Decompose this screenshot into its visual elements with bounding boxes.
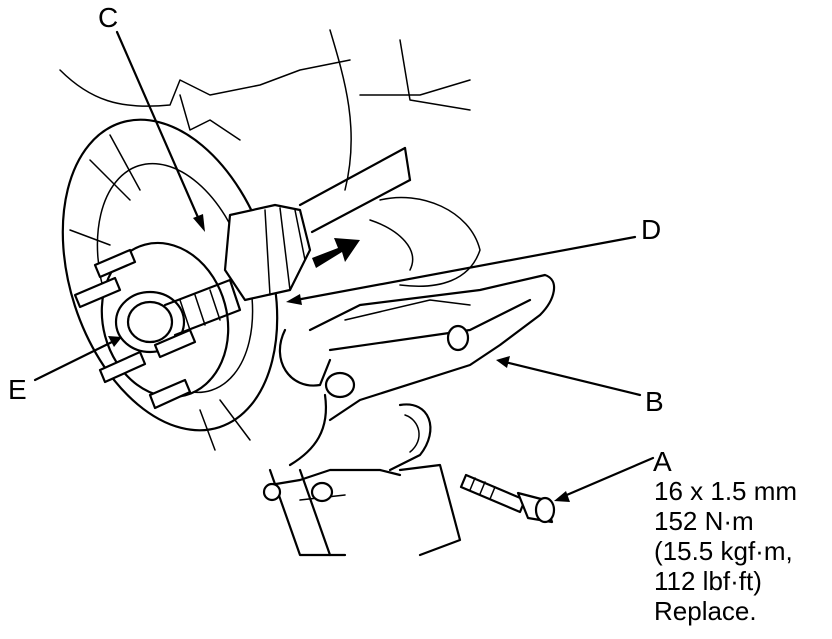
bolt-a xyxy=(459,473,556,524)
arrowhead-a xyxy=(554,491,570,502)
bolt-note: Replace. xyxy=(654,596,757,626)
leader-b xyxy=(503,360,642,397)
arrowhead-c xyxy=(193,214,205,232)
arrowhead-b xyxy=(496,356,510,368)
bolt-torque-kgfm: (15.5 kgf·m, xyxy=(654,536,793,566)
arrowhead-e xyxy=(108,336,122,347)
leader-c xyxy=(115,30,202,224)
wheel-studs xyxy=(73,248,197,410)
label-d: D xyxy=(641,214,662,245)
drive-shaft xyxy=(298,146,412,234)
bolt-torque-lbfft: 112 lbf·ft) xyxy=(654,566,762,596)
knuckle xyxy=(278,328,432,472)
leader-a xyxy=(560,456,655,499)
label-b: B xyxy=(645,386,664,417)
support-stand xyxy=(262,463,462,557)
vehicle-body-outline xyxy=(59,29,481,287)
bolt-size: 16 x 1.5 mm xyxy=(654,476,798,506)
lower-arm xyxy=(308,273,556,422)
leader-lines xyxy=(33,30,655,502)
label-e: E xyxy=(8,374,27,405)
direction-arrow xyxy=(312,238,360,268)
arrowhead-d xyxy=(286,294,302,305)
label-a: A xyxy=(653,446,672,477)
cv-joint-boot xyxy=(223,203,312,302)
bolt-torque-nm: 152 N·m xyxy=(654,506,754,536)
leader-d xyxy=(294,235,637,302)
label-c: C xyxy=(98,2,119,33)
leader-e xyxy=(33,340,114,382)
bolt-spec: 16 x 1.5 mm 152 N·m (15.5 kgf·m, 112 lbf… xyxy=(654,476,797,626)
